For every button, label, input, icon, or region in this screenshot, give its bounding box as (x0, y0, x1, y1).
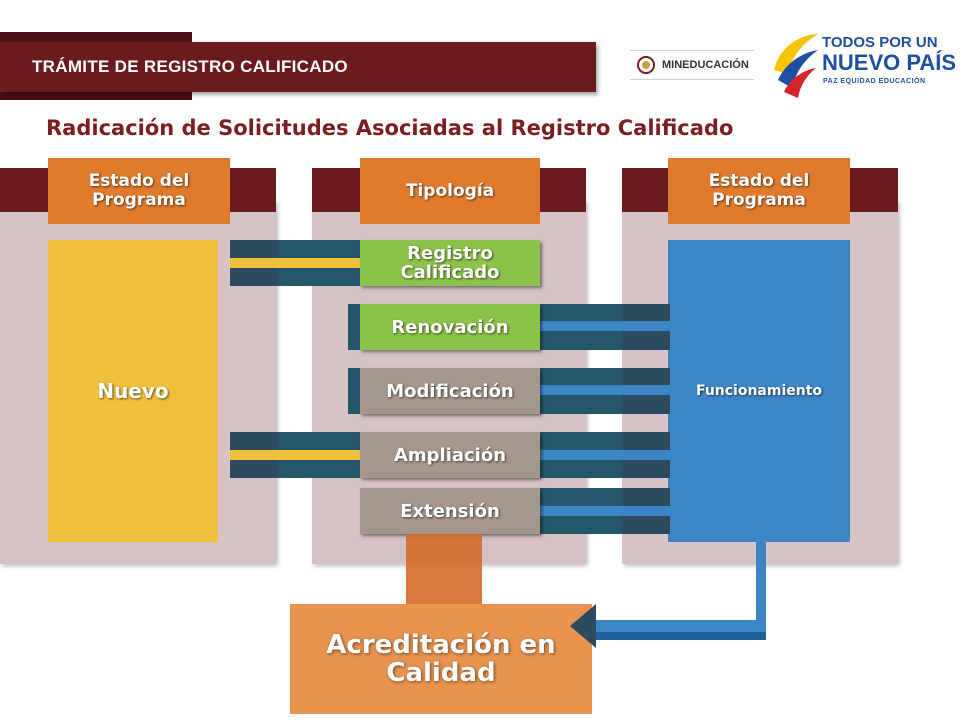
tab-estado-del-programa-right: Estado del Programa (668, 158, 850, 224)
header-bar (0, 42, 596, 92)
connector-funcionamiento-down (756, 542, 766, 640)
connector-stripe (540, 321, 670, 331)
todos-line-3: PAZ EQUIDAD EDUCACIÓN (823, 78, 926, 85)
coat-of-arms-icon (637, 56, 655, 74)
connector-stripe (540, 450, 670, 460)
header-title: TRÁMITE DE REGISTRO CALIFICADO (32, 57, 348, 76)
tipologia-renovacion: Renovación (360, 304, 540, 350)
arrow-left-icon (570, 604, 596, 648)
connector-funcionamiento-left (592, 620, 766, 632)
mineducacion-text: MINEDUCACIÓN (662, 59, 749, 71)
tipologia-extension: Extensión (360, 488, 540, 534)
tab-tipologia: Tipología (360, 158, 540, 224)
connector-stripe (230, 258, 360, 268)
todos-line-2: NUEVO PAÍS (822, 50, 957, 75)
state-funcionamiento: Funcionamiento (668, 240, 850, 542)
page-title: Radicación de Solicitudes Asociadas al R… (46, 116, 734, 140)
tipologia-registro-calificado: Registro Calificado (360, 240, 540, 286)
state-nuevo: Nuevo (48, 240, 218, 542)
todos-line-1: TODOS POR UN (822, 34, 938, 51)
tab-estado-del-programa-left: Estado del Programa (48, 158, 230, 224)
tipologia-ampliacion: Ampliación (360, 432, 540, 478)
acreditacion-en-calidad: Acreditación en Calidad (290, 604, 592, 714)
tipologia-modificacion: Modificación (360, 368, 540, 414)
todos-por-un-nuevo-pais-logo: TODOS POR UN NUEVO PAÍS PAZ EQUIDAD EDUC… (770, 30, 956, 102)
connector-funcionamiento-left-shadow (592, 632, 766, 640)
flag-swoosh-icon (774, 34, 818, 98)
connector-stripe (540, 385, 670, 395)
connector-stripe (230, 450, 360, 460)
mineducacion-logo: MINEDUCACIÓN (630, 50, 754, 80)
connector-stripe (540, 506, 670, 516)
